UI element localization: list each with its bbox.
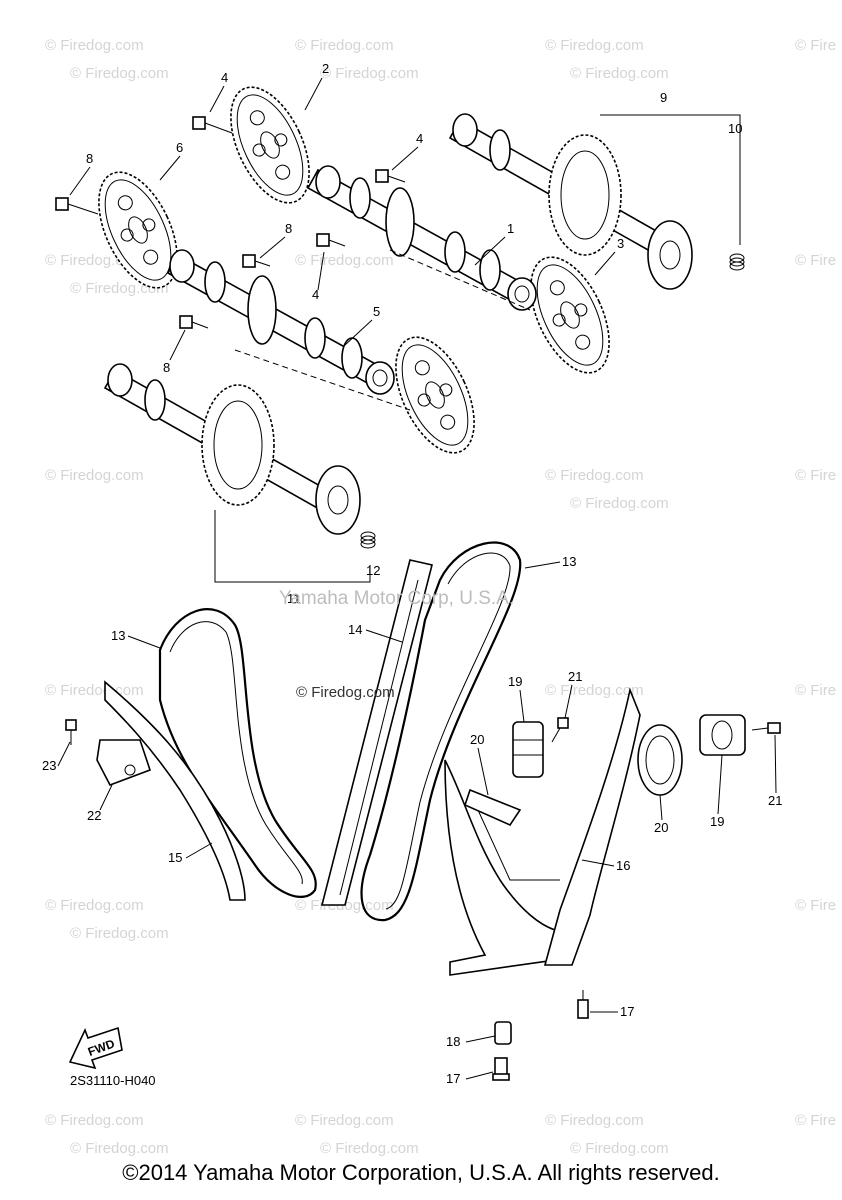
bolt-8-lower — [179, 315, 209, 329]
bolt-21-right — [751, 722, 781, 734]
callout-17: 17 — [446, 1071, 460, 1086]
bolt-21-left — [551, 717, 569, 743]
watermark: © Firedog.com — [45, 682, 144, 699]
watermark: © Firedog.com — [70, 65, 169, 82]
watermark: © Firedog.com — [545, 37, 644, 54]
sprocket-7 — [395, 336, 475, 454]
chain-guide-16 — [444, 687, 641, 976]
callout-20: 20 — [470, 732, 484, 747]
callout-2: 2 — [322, 61, 329, 76]
callout-4: 4 — [312, 287, 319, 302]
callout-11: 11 — [287, 591, 301, 606]
camshaft-1 — [306, 165, 537, 311]
callout-3: 3 — [617, 236, 624, 251]
bolt-23 — [65, 719, 77, 745]
callout-8: 8 — [163, 360, 170, 375]
collar-18 — [494, 1021, 512, 1045]
callout-9: 9 — [660, 90, 667, 105]
callout-6: 6 — [176, 140, 183, 155]
callout-5: 5 — [373, 304, 380, 319]
callout-16: 16 — [616, 858, 630, 873]
watermark: © Firedog.com — [70, 925, 169, 942]
watermark: © Fire — [795, 252, 836, 269]
callout-15: 15 — [168, 850, 182, 865]
watermark: © Fire — [795, 682, 836, 699]
callout-8: 8 — [86, 151, 93, 166]
callout-20: 20 — [654, 820, 668, 835]
callout-21: 21 — [768, 793, 782, 808]
bolt-17-lower — [492, 1057, 510, 1081]
callout-19: 19 — [710, 814, 724, 829]
callout-14: 14 — [348, 622, 362, 637]
watermark: © Firedog.com — [545, 1112, 644, 1129]
bolt-17-right — [577, 990, 589, 1019]
watermark: © Firedog.com — [70, 1140, 169, 1157]
callout-17: 17 — [620, 1004, 634, 1019]
bolt-4-middle — [375, 169, 406, 183]
camshaft-assembly-9 — [448, 113, 693, 290]
bracket-22 — [96, 739, 152, 786]
watermark: © Firedog.com — [320, 1140, 419, 1157]
watermark: © Firedog.com — [545, 467, 644, 484]
timing-chain-13-left — [158, 608, 317, 898]
watermark: © Firedog.com — [295, 252, 394, 269]
watermark: © Firedog.com — [295, 37, 394, 54]
watermark: © Firedog.com — [45, 1112, 144, 1129]
sprocket-3 — [530, 256, 610, 374]
watermark: © Firedog.com — [45, 897, 144, 914]
center-watermark-firedog: © Firedog.com — [296, 684, 395, 701]
sprocket-6 — [98, 171, 178, 289]
callout-4: 4 — [221, 70, 228, 85]
callout-19: 19 — [508, 674, 522, 689]
diagram-code: 2S31110-H040 — [70, 1073, 156, 1088]
center-watermark-yamaha: Yamaha Motor Corp, U.S.A. — [279, 588, 514, 609]
callout-4: 4 — [416, 131, 423, 146]
bolt-8-left — [55, 197, 99, 215]
watermark: © Firedog.com — [45, 37, 144, 54]
camshaft-5 — [166, 249, 395, 395]
callout-layer: 2 4 6 8 4 9 10 1 8 3 4 5 8 12 11 13 13 1… — [42, 61, 782, 1086]
watermark: © Firedog.com — [570, 1140, 669, 1157]
copyright-notice: ©2014 Yamaha Motor Corporation, U.S.A. A… — [122, 1160, 720, 1185]
fwd-arrow-icon: FWD — [68, 1026, 123, 1070]
callout-22: 22 — [87, 808, 101, 823]
sprocket-2 — [230, 86, 310, 204]
spring-10 — [729, 253, 745, 271]
watermark: © Fire — [795, 897, 836, 914]
watermark: © Firedog.com — [45, 467, 144, 484]
callout-18: 18 — [446, 1034, 460, 1049]
chain-guide-15 — [104, 680, 246, 901]
watermark: © Fire — [795, 37, 836, 54]
bolt-4-lower — [316, 233, 346, 247]
watermark: © Firedog.com — [570, 65, 669, 82]
callout-13: 13 — [562, 554, 576, 569]
callout-10: 10 — [728, 121, 742, 136]
callout-1: 1 — [507, 221, 514, 236]
watermark: © Firedog.com — [570, 495, 669, 512]
camshaft-assembly-11 — [103, 363, 361, 535]
watermark: © Firedog.com — [320, 65, 419, 82]
bolt-4-upper — [192, 116, 233, 134]
callout-21: 21 — [568, 669, 582, 684]
tensioner-19-left — [512, 721, 544, 778]
watermark: © Fire — [795, 1112, 836, 1129]
watermark: © Fire — [795, 467, 836, 484]
chain-guide-14 — [320, 559, 433, 906]
callout-23: 23 — [42, 758, 56, 773]
callout-8: 8 — [285, 221, 292, 236]
tensioner-19-right — [699, 714, 746, 756]
spring-12 — [360, 531, 376, 549]
timing-chain-13-right — [360, 541, 522, 922]
gasket-20-right — [637, 724, 683, 796]
bolt-8-middle — [242, 254, 271, 268]
watermark: © Firedog.com — [295, 1112, 394, 1129]
gasket-20-left — [464, 788, 522, 827]
callout-13: 13 — [111, 628, 125, 643]
callout-12: 12 — [366, 563, 380, 578]
